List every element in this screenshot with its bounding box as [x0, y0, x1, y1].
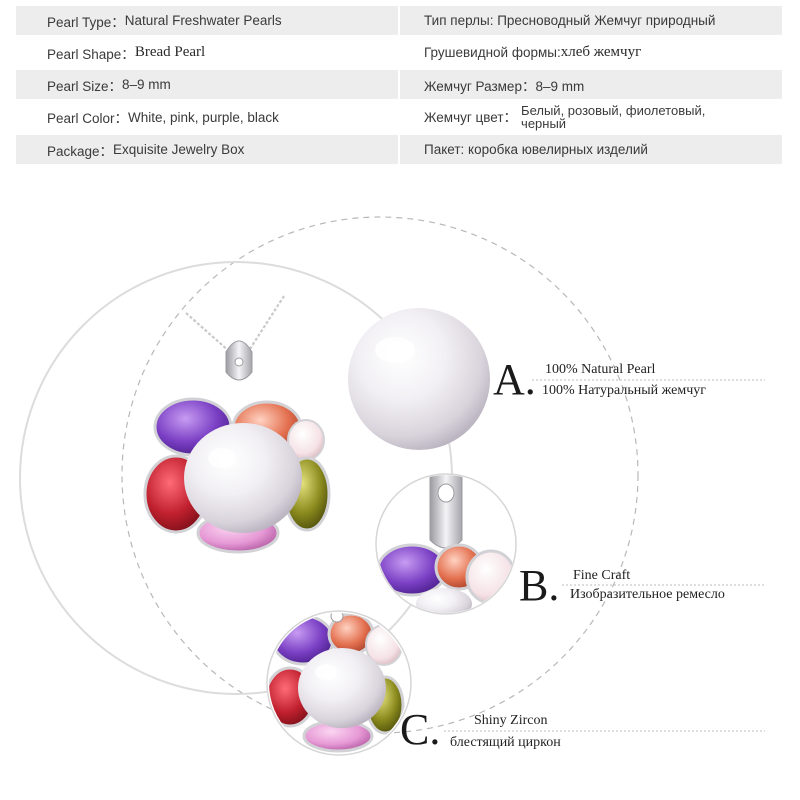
- spec-value: Natural Freshwater Pearls: [124, 13, 282, 28]
- spec-ru: Жемчуг Размер：8–9 mm: [424, 78, 585, 94]
- spec-label: Package：: [47, 143, 114, 159]
- callout-en: Fine Craft: [573, 568, 631, 583]
- spec-row-package: Package：Exquisite Jewelry Box Пакет: кор…: [16, 135, 782, 164]
- spec-value: White, pink, purple, black: [128, 109, 279, 125]
- callout-en: Shiny Zircon: [474, 713, 548, 728]
- spec-ru-value: Белый, розовый, фиолетовый, черный: [521, 103, 706, 131]
- callout-letter: C.: [400, 705, 441, 754]
- callout-ru: блестящий циркон: [450, 735, 561, 750]
- zircon-detail: [266, 610, 412, 756]
- callout-letter: B.: [519, 561, 560, 610]
- dashed-arc: [121, 216, 639, 734]
- spec-value: Exquisite Jewelry Box: [113, 142, 245, 157]
- spec-ru-value: хлеб жемчуг: [560, 44, 642, 60]
- spec-ru: Пакет: коробка ювелирных изделий: [424, 142, 648, 157]
- callout-en: 100% Natural Pearl: [545, 362, 656, 377]
- callout-letter: A.: [493, 355, 536, 404]
- spec-row-shape: Pearl Shape：Bread Pearl Грушевидной форм…: [16, 35, 782, 70]
- spec-row-type: Pearl Type：Natural Freshwater Pearls Тип…: [16, 6, 782, 35]
- bail-detail: [375, 473, 517, 615]
- spec-label: Pearl Shape：: [47, 46, 135, 62]
- pearl-closeup: [348, 308, 490, 450]
- spec-table: Pearl Type：Natural Freshwater Pearls Тип…: [16, 6, 782, 164]
- pendant-image: [143, 295, 331, 554]
- spec-row-color: Pearl Color：White, pink, purple, black Ж…: [16, 99, 782, 135]
- spec-value: 8–9 mm: [122, 77, 171, 92]
- spec-label: Pearl Type：: [47, 14, 125, 30]
- spec-row-size: Pearl Size：8–9 mm Жемчуг Размер：8–9 mm: [16, 70, 782, 99]
- spec-value: Bread Pearl: [134, 44, 206, 60]
- spec-ru: Тип перлы: Пресноводный Жемчуг природный: [424, 13, 716, 28]
- callout-ru: 100% Натуральный жемчуг: [542, 383, 707, 398]
- callout-ru: Изобразительное ремесло: [570, 587, 725, 602]
- spec-label: Pearl Color：: [47, 111, 129, 126]
- spec-label: Pearl Size：: [47, 78, 123, 94]
- spec-ru-label: Грушевидной формы:: [424, 45, 561, 60]
- spec-ru-label: Жемчуг цвет：: [424, 109, 518, 125]
